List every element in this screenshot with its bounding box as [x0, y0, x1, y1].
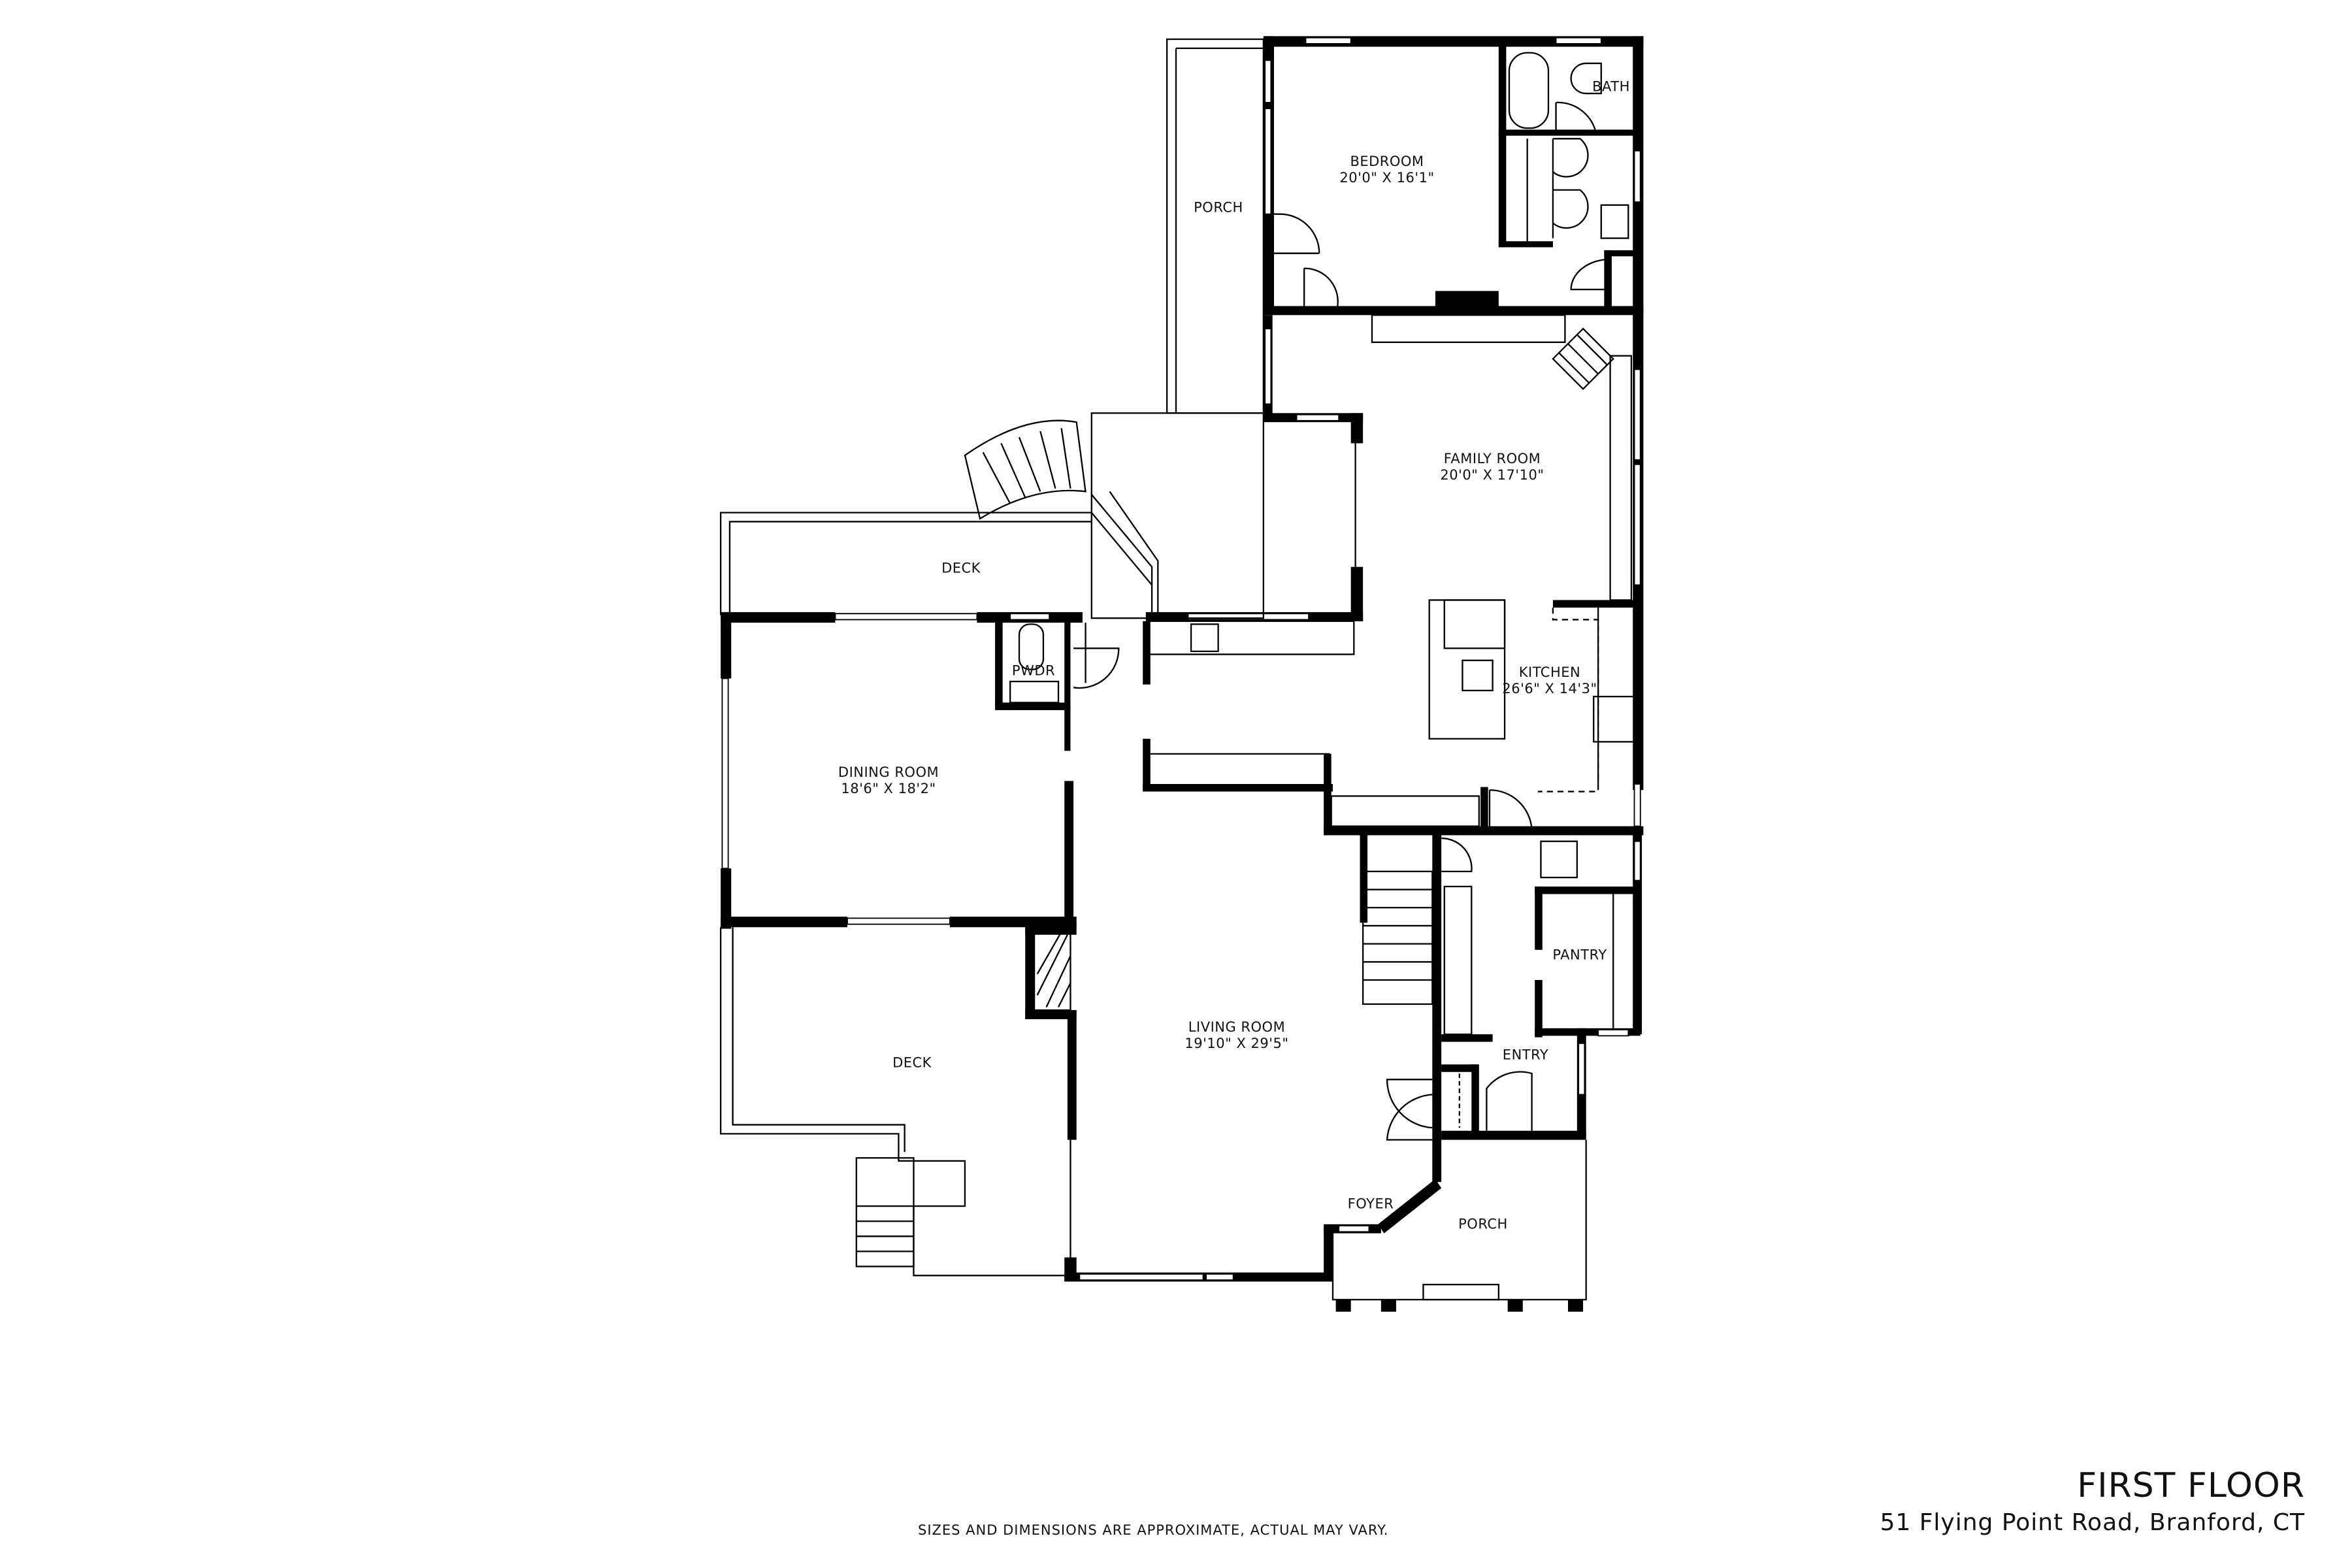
room-dimensions: 19'10" X 29'5" [1184, 1036, 1289, 1051]
living-room-walls [1025, 826, 1442, 1282]
stair-area [964, 412, 1264, 621]
room-label-porch-lower: PORCH [1458, 1217, 1508, 1233]
entry-pantry-walls [1441, 835, 1642, 1140]
room-label-powder: PWDR [1012, 663, 1055, 679]
main-staircase [1360, 832, 1473, 1036]
room-dimensions: 20'0" X 17'10" [1440, 467, 1544, 483]
dining-room-walls [721, 612, 1120, 929]
room-label-bedroom: BEDROOM 20'0" X 16'1" [1339, 154, 1434, 186]
floor-title: FIRST FLOOR [2077, 1466, 2305, 1505]
room-name: PORCH [1194, 199, 1243, 216]
disclaimer: SIZES AND DIMENSIONS ARE APPROXIMATE, AC… [918, 1522, 1389, 1538]
room-name: BEDROOM [1350, 154, 1424, 169]
room-label-kitchen: KITCHEN 26'6" X 14'3" [1502, 664, 1597, 697]
room-dimensions: 20'0" X 16'1" [1339, 170, 1435, 186]
room-label-deck-upper: DECK [941, 561, 981, 577]
room-name: ENTRY [1502, 1047, 1549, 1063]
room-name: KITCHEN [1518, 664, 1581, 680]
room-name: PWDR [1011, 662, 1056, 679]
room-dimensions: 18'6" X 18'2" [841, 781, 936, 796]
room-name: LIVING ROOM [1188, 1019, 1286, 1035]
bedroom-fixtures [1271, 52, 1629, 308]
room-label-family-room: FAMILY ROOM 20'0" X 17'10" [1440, 451, 1544, 483]
room-label-foyer: FOYER [1348, 1196, 1394, 1213]
deck-lower-outline [719, 927, 1065, 1277]
room-name: BATH [1592, 78, 1630, 95]
property-address: 51 Flying Point Road, Branford, CT [1880, 1509, 2305, 1536]
room-name: DECK [941, 560, 981, 576]
room-name: DINING ROOM [838, 764, 939, 780]
room-label-pantry: PANTRY [1552, 947, 1607, 964]
room-label-dining-room: DINING ROOM 18'6" X 18'2" [838, 764, 939, 797]
room-name: PANTRY [1552, 947, 1607, 963]
room-name: FAMILY ROOM [1443, 451, 1541, 466]
porch-upper-outline [1166, 38, 1264, 414]
room-label-deck-lower: DECK [892, 1055, 932, 1071]
room-label-entry: ENTRY [1503, 1047, 1548, 1064]
room-label-living-room: LIVING ROOM 19'10" X 29'5" [1184, 1019, 1288, 1052]
deck-upper-outline [719, 512, 1152, 615]
room-name: FOYER [1347, 1196, 1394, 1212]
room-label-bath: BATH [1592, 79, 1630, 95]
room-name: DECK [892, 1054, 932, 1071]
room-label-porch-upper: PORCH [1194, 200, 1243, 216]
family-kitchen-walls [1143, 314, 1644, 836]
front-porch [1331, 1139, 1587, 1312]
room-dimensions: 26'6" X 14'3" [1502, 681, 1597, 696]
room-name: PORCH [1458, 1216, 1508, 1232]
